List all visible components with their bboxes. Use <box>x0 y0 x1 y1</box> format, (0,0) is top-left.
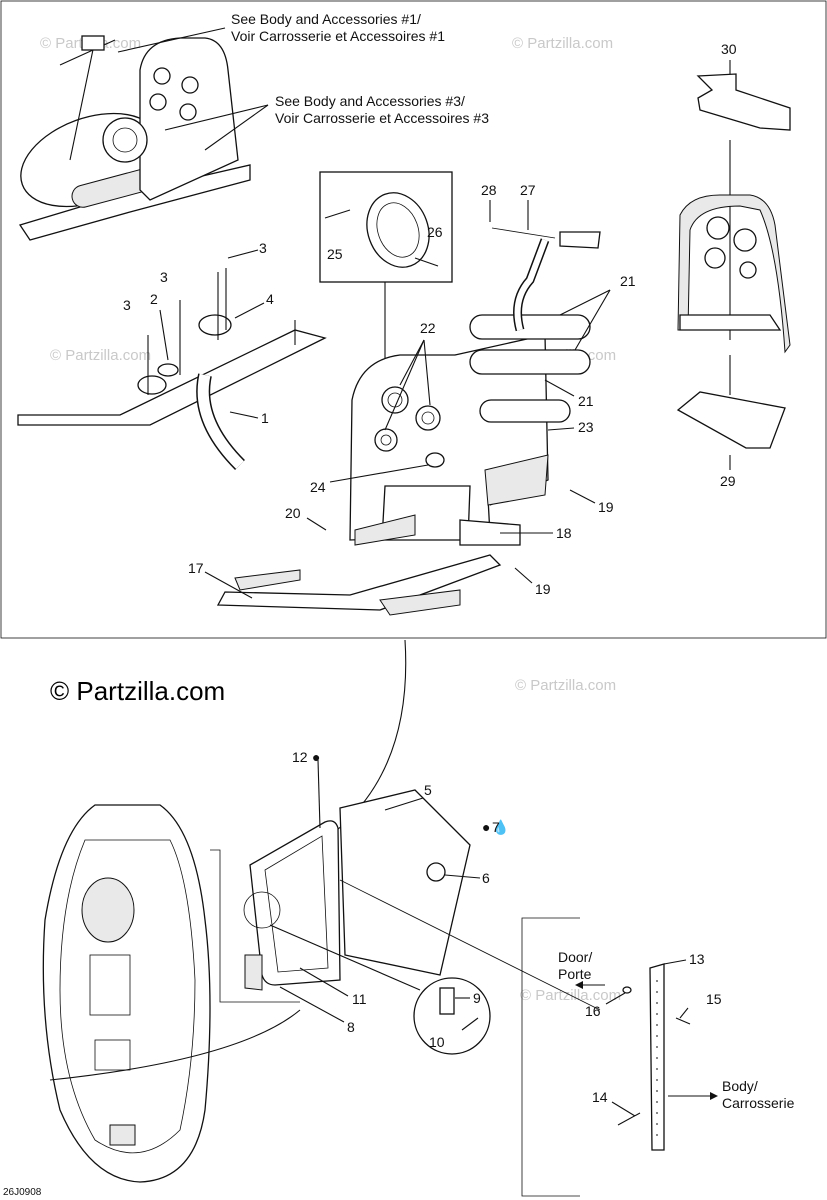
door-note-line: Porte <box>558 966 592 982</box>
callout-14: 14 <box>592 1089 608 1105</box>
callout-23: 23 <box>578 419 594 435</box>
droplet-icon: ● <box>312 749 320 765</box>
callout-3: 3 <box>123 297 131 313</box>
callout-19: 19 <box>598 499 614 515</box>
watermark: © Partzilla.com <box>512 35 613 52</box>
body-note-line: Body/ <box>722 1078 758 1094</box>
overview-illustration <box>18 35 251 241</box>
callout-1: 1 <box>261 410 269 426</box>
drawing-code: 26J0908 <box>3 1187 42 1198</box>
reference-line: See Body and Accessories #3/ <box>275 93 465 109</box>
callout-11: 11 <box>352 991 367 1007</box>
callout-16: 16 <box>585 1003 601 1019</box>
hull-overview-illustration <box>42 639 407 1183</box>
callout-21: 21 <box>620 273 636 289</box>
callout-10: 10 <box>429 1034 445 1050</box>
watermark: © Partzilla.com <box>50 347 151 364</box>
callout-3: 3 <box>259 240 267 256</box>
callout-20: 20 <box>285 505 301 521</box>
callout-3: 3 <box>160 269 168 285</box>
callout-27: 27 <box>520 182 536 198</box>
callouts: 1 2 3 3 3 4 5 6 💧 ● 7 8 9 10 11 12 ● 13 … <box>123 41 737 1117</box>
callout-26: 26 <box>427 224 443 240</box>
callout-17: 17 <box>188 560 204 576</box>
callout-15: 15 <box>706 991 722 1007</box>
arrow-left-icon <box>575 981 583 989</box>
upper-panel-frame <box>0 0 827 639</box>
droplet-icon: 💧 <box>492 819 509 836</box>
callout-30: 30 <box>721 41 737 57</box>
callout-9: 9 <box>473 990 481 1006</box>
callout-8: 8 <box>347 1019 355 1035</box>
callout-5: 5 <box>424 782 432 798</box>
door-assembly-illustration <box>210 789 601 1055</box>
callout-24: 24 <box>310 479 326 495</box>
callout-21: 21 <box>578 393 594 409</box>
callout-22: 22 <box>420 320 436 336</box>
callout-6: 6 <box>482 870 490 886</box>
watermark: © Partzilla.com <box>515 677 616 694</box>
callout-28: 28 <box>481 182 497 198</box>
callout-2: 2 <box>150 291 158 307</box>
reference-body-acc-1: See Body and Accessories #1/ Voir Carros… <box>117 11 445 53</box>
grille-detail-inset <box>319 171 453 380</box>
body-note: Body/ Carrosserie <box>668 1078 795 1111</box>
callout-13: 13 <box>689 951 705 967</box>
reference-line: See Body and Accessories #1/ <box>231 11 421 27</box>
side-panel-illustration <box>676 60 791 470</box>
arrow-right-icon <box>710 1092 718 1100</box>
callout-12: 12 <box>292 749 308 765</box>
main-assembly-illustration <box>216 227 601 616</box>
callout-19: 19 <box>535 581 551 597</box>
callout-7-droplet: ● <box>482 819 490 835</box>
callout-25: 25 <box>327 246 343 262</box>
door-note: Door/ Porte <box>558 949 605 989</box>
door-note-line: Door/ <box>558 949 592 965</box>
clip-shelf-illustration <box>17 268 327 470</box>
reference-body-acc-3: See Body and Accessories #3/ Voir Carros… <box>164 93 489 151</box>
reference-line: Voir Carrosserie et Accessoires #1 <box>231 28 445 44</box>
callout-18: 18 <box>556 525 572 541</box>
body-note-line: Carrosserie <box>722 1095 795 1111</box>
brand-watermark: © Partzilla.com <box>50 676 225 706</box>
callout-29: 29 <box>720 473 736 489</box>
hinge-rail-illustration <box>521 917 691 1197</box>
reference-line: Voir Carrosserie et Accessoires #3 <box>275 110 489 126</box>
callout-4: 4 <box>266 291 274 307</box>
callout-7: 7 <box>492 819 500 835</box>
